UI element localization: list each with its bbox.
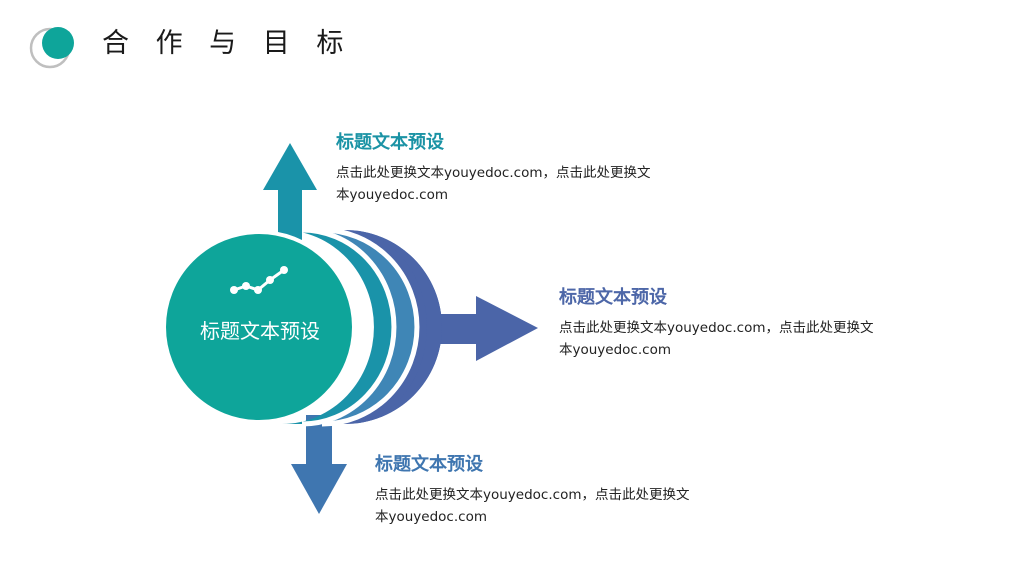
block-body: 点击此处更换文本youyedoc.com，点击此处更换文本youyedoc.co… [375, 487, 690, 525]
text-block-top: 标题文本预设 点击此处更换文本youyedoc.com，点击此处更换文本youy… [336, 130, 656, 206]
down-arrow-icon [291, 415, 347, 514]
block-body: 点击此处更换文本youyedoc.com，点击此处更换文本youyedoc.co… [336, 165, 651, 203]
block-title: 标题文本预设 [375, 454, 483, 475]
arc-ring-4-front [345, 230, 442, 424]
trend-line-icon [230, 266, 288, 294]
center-circle [162, 230, 356, 424]
text-block-right: 标题文本预设 点击此处更换文本youyedoc.com，点击此处更换文本youy… [559, 285, 879, 361]
logo-circles-icon [29, 27, 74, 69]
center-label: 标题文本预设 [200, 319, 320, 343]
arc-ring-3 [300, 230, 417, 424]
text-block-bottom: 标题文本预设 点击此处更换文本youyedoc.com，点击此处更换文本youy… [375, 452, 695, 528]
arc-ring-2 [282, 230, 394, 424]
arc-ring-4 [320, 230, 442, 424]
block-title: 标题文本预设 [336, 132, 444, 153]
block-title: 标题文本预设 [559, 287, 667, 308]
page-title: 合 作 与 目 标 [102, 28, 353, 59]
block-body: 点击此处更换文本youyedoc.com，点击此处更换文本youyedoc.co… [559, 320, 874, 358]
